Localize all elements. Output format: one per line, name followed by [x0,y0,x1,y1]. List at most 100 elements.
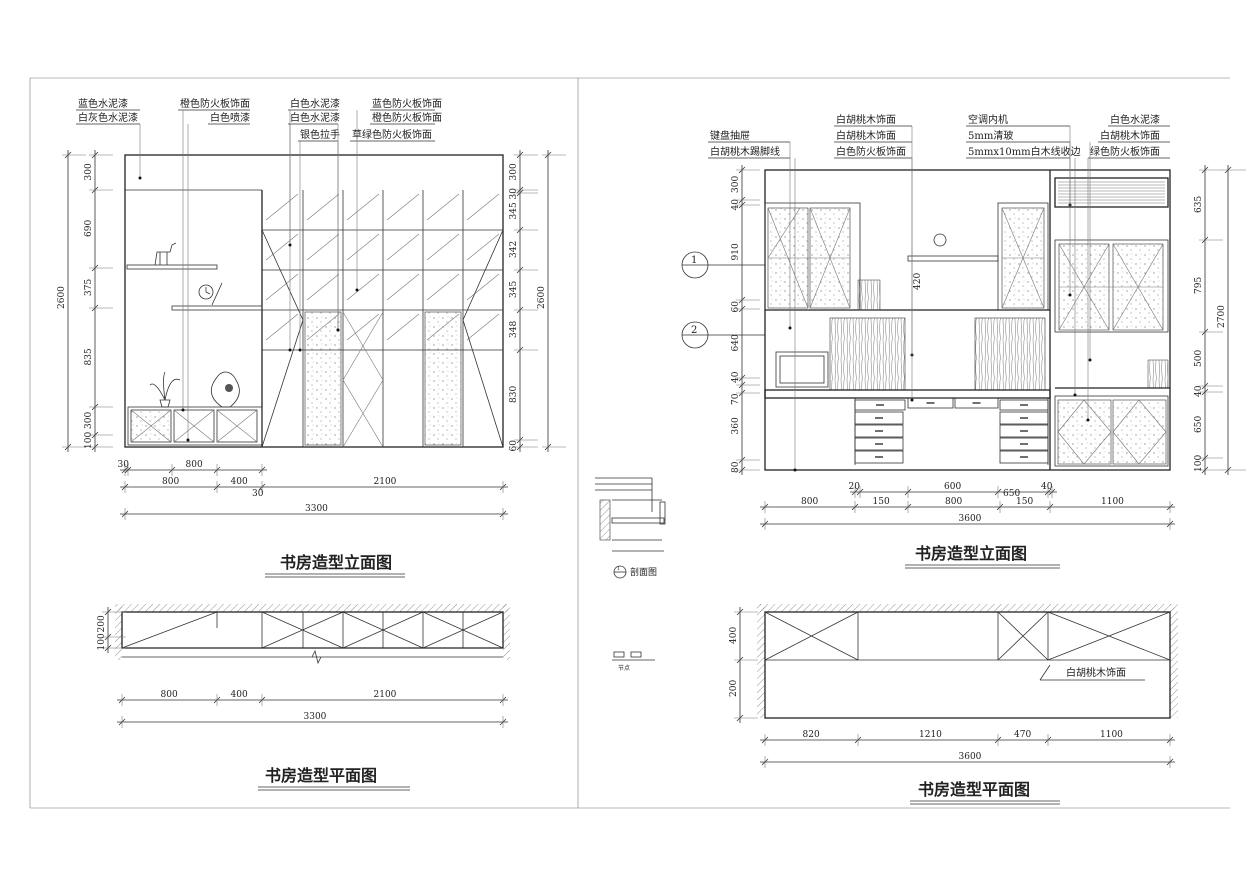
material-label: 5mm清玻 [968,129,1013,142]
material-label: 键盘抽屉 [710,129,750,142]
material-label: 白胡桃木饰面 [1100,129,1160,142]
material-label: 白胡桃木踢脚线 [710,145,780,158]
dimension-text: 400 [729,627,739,644]
dimension-total: 2600 [57,286,67,309]
dimension-total: 3600 [959,514,982,524]
material-label: 白胡桃木饰面 [836,113,896,126]
dimension-text: 342 [509,241,519,258]
dimension-text: 360 [731,417,741,434]
dimension-text: 348 [509,321,519,338]
dimension-text: 30 [509,188,519,200]
dimension-text: 200 [97,615,107,632]
dimension-text: 500 [1194,350,1204,367]
dimension-total: 2700 [1217,305,1227,328]
drawer [907,397,954,409]
material-label: 蓝色防火板饰面 [372,97,442,110]
section-detail-label: 剖面图 [630,566,657,578]
dimension-text: 60 [509,440,519,452]
dimension-text: 2100 [374,690,397,700]
right-plan-label: 白胡桃木饰面 [1066,666,1126,679]
material-label: 蓝色水泥漆 [78,97,128,110]
dimension-text: 800 [161,690,178,700]
material-label: 草绿色防火板饰面 [352,128,432,141]
material-label: 白色水泥漆 [290,111,340,124]
dimension-text: 100 [84,432,94,449]
dimension-text: 300 [84,412,94,429]
decor-deer [154,242,177,266]
dimension-text: 800 [162,477,179,487]
dimension-text: 650 [1003,489,1020,499]
dimension-text: 2100 [374,477,397,487]
dimension-text: 150 [873,497,890,507]
material-label: 白色水泥漆 [290,97,340,110]
left-elevation-title: 书房造型立面图 [280,553,392,572]
right-elevation-title: 书房造型立面图 [915,544,1027,563]
dimension-text: 635 [1194,196,1204,213]
material-label: 白色防火板饰面 [836,145,906,158]
left-elevation: 蓝色水泥漆白灰色水泥漆橙色防火板饰面白色喷漆白色水泥漆白色水泥漆银色拉手蓝色防火… [57,97,566,578]
dimension-text: 600 [944,482,961,492]
dimension-text: 830 [509,386,519,403]
dimension-text: 835 [84,348,94,365]
dimension-text: 80 [731,461,741,473]
dimension-text: 470 [1014,730,1031,740]
dimension-text: 420 [913,273,923,290]
section-marker: 2 [691,325,697,336]
decor-vase [210,371,240,408]
dimension-text: 345 [509,281,519,298]
computer-monitor [775,351,829,388]
right-plan-title: 书房造型平面图 [918,780,1030,799]
dimension-text: 375 [84,279,94,296]
section-detail: 1 剖面图 节点 [595,477,666,672]
dimension-text: 60 [731,301,741,313]
detail-small-label: 节点 [618,664,630,672]
dimension-text: 345 [509,202,519,219]
dimension-text: 800 [945,497,962,507]
left-plan-title: 书房造型平面图 [265,766,377,785]
dimension-text: 20 [849,482,861,492]
dimension-text: 200 [729,680,739,697]
right-elevation: 键盘抽屉白胡桃木踢脚线白胡桃木饰面白胡桃木饰面白色防火板饰面空调内机5mm清玻5… [681,113,1246,569]
shelf-lower [171,305,263,311]
dimension-text: 800 [186,460,203,470]
drawer [954,397,999,409]
shelf-upper [126,264,218,270]
material-label: 银色拉手 [300,128,340,141]
section-marker: 1 [691,255,697,266]
dimension-text: 100 [1194,455,1204,472]
material-label: 绿色防火板饰面 [1090,145,1160,158]
dimension-text: 30 [118,460,130,470]
material-label: 橙色防火板饰面 [372,111,442,124]
dimension-text: 100 [97,633,107,650]
dimension-text: 300 [84,163,94,180]
dimension-text: 40 [731,371,741,383]
dimension-text: 40 [731,199,741,211]
material-label: 白胡桃木饰面 [836,129,896,142]
dimension-text: 30 [252,489,264,499]
dimension-text: 1210 [919,730,942,740]
section-marker: 1 [617,566,620,572]
dimension-text: 40 [1041,482,1053,492]
dimension-text: 650 [1194,416,1204,433]
dimension-text: 300 [731,176,741,193]
material-label: 5mmx10mm白木线收边 [968,145,1081,158]
dimension-total: 2600 [537,286,547,309]
upper-glass-cabinet-right [1054,239,1169,333]
low-cabinet [127,406,263,446]
dimension-text: 640 [731,334,741,351]
dimension-text: 150 [1016,497,1033,507]
dimension-text: 910 [731,243,741,260]
dimension-text: 40 [1194,385,1204,397]
dimension-total: 3300 [305,504,328,514]
decor-clock [198,282,223,306]
dimension-text: 1100 [1101,497,1124,507]
dimension-text: 1100 [1100,730,1123,740]
dimension-text: 820 [803,730,820,740]
dimension-text: 400 [231,477,248,487]
dimension-text: 400 [231,690,248,700]
dimension-text: 690 [84,220,94,237]
dimension-text: 70 [731,393,741,405]
material-label: 橙色防火板饰面 [180,97,250,110]
material-label: 空调内机 [968,113,1008,126]
